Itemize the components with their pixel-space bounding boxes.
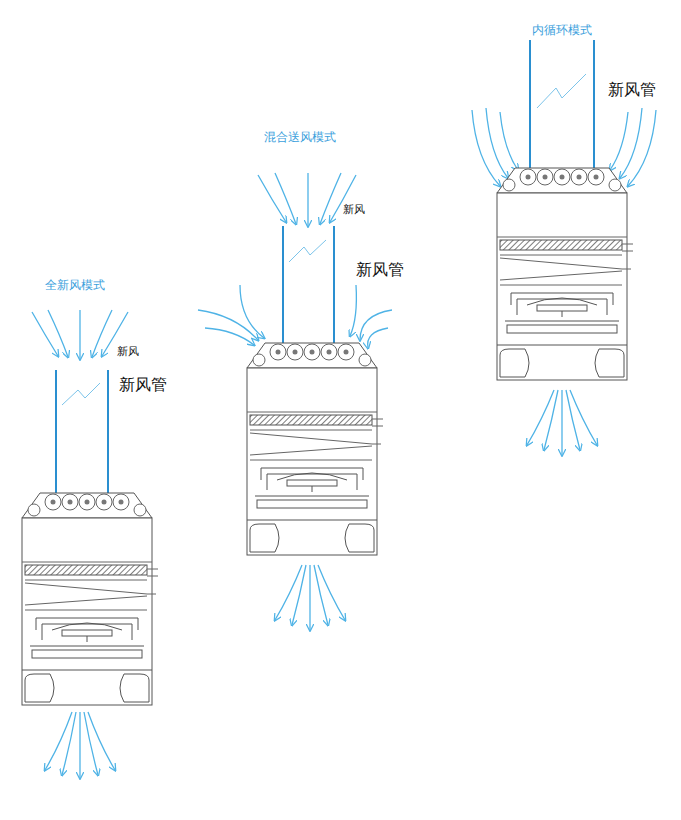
- air-label: 新风: [343, 203, 365, 216]
- mode-title: 混合送风模式: [264, 130, 336, 144]
- duct-label: 新风管: [119, 375, 167, 394]
- air-label: 新风: [117, 345, 139, 358]
- duct-label: 新风管: [356, 260, 404, 279]
- mode-title: 内循环模式: [532, 23, 592, 37]
- mode-title: 全新风模式: [45, 278, 105, 292]
- duct-label: 新风管: [608, 80, 656, 99]
